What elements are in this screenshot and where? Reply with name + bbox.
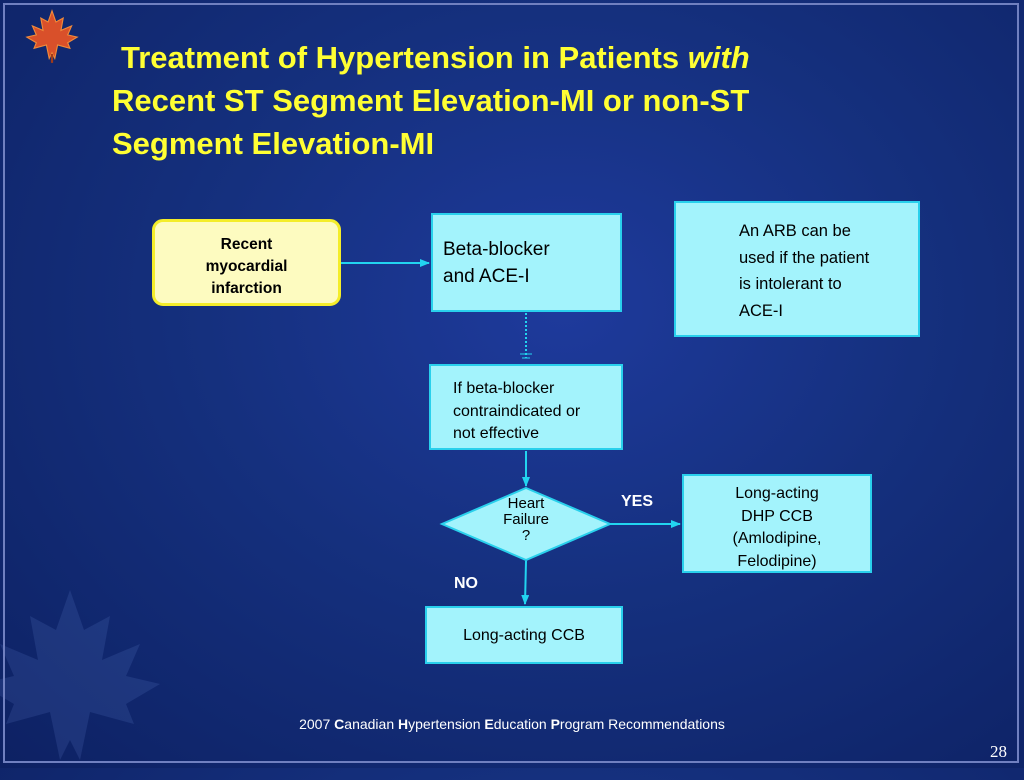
dhp-line1: Long-acting (735, 485, 819, 502)
beta-blocker-ace-box: Beta-blocker and ACE-I (431, 213, 622, 312)
hf-line2: Failure (503, 511, 549, 528)
footer-p-rest: rogram Recommendations (559, 716, 725, 732)
maple-leaf-logo-icon (25, 9, 79, 63)
dhp-line4: Felodipine) (737, 552, 817, 570)
dhp-ccb-box: Long-acting DHP CCB (Amlodipine, Felodip… (682, 474, 872, 573)
bb-ace-line1: Beta-blocker (443, 239, 550, 260)
recent-mi-line1: Recent (220, 236, 273, 253)
footer-p-initial: P (550, 716, 560, 732)
recent-mi-box: Recent myocardial infarction (152, 219, 341, 306)
footer-credit: 2007 Canadian Hypertension Education Pro… (0, 716, 1024, 732)
footer-e-initial: E (484, 716, 494, 732)
no-label: NO (454, 575, 478, 592)
heart-failure-label: Heart Failure ? (486, 496, 566, 544)
title-line1-prefix: Treatment of Hypertension in Patients (121, 40, 680, 75)
hf-line3: ? (521, 527, 531, 544)
page-number: 28 (990, 742, 1007, 761)
recent-mi-line2: myocardial (205, 258, 288, 275)
recent-mi-line3: infarction (211, 280, 282, 297)
title-line1-italic: with (687, 40, 750, 75)
bb-ace-line2: and ACE-I (443, 266, 530, 287)
arb-line1: An ARB can be (739, 222, 851, 240)
arrow-hf-no (521, 560, 530, 605)
contra-line1: If beta-blocker (453, 380, 555, 397)
arb-line4: ACE-I (739, 301, 784, 320)
long-acting-ccb-box: Long-acting CCB (425, 606, 623, 664)
footer-e-rest: ducation (493, 716, 547, 732)
yes-label: YES (621, 493, 654, 510)
arb-line2: used if the patient (739, 248, 870, 267)
dhp-line3: (Amlodipine, (732, 530, 822, 547)
footer-year: 2007 (299, 716, 331, 732)
maple-leaf-watermark-icon (0, 590, 160, 760)
title-line2: Recent ST Segment Elevation-MI or non-ST (112, 83, 750, 118)
title-line3: Segment Elevation-MI (112, 126, 435, 161)
slide-title: Treatment of Hypertension in Patients wi… (112, 36, 902, 165)
footer-h-initial: H (398, 716, 409, 732)
heart-failure-decision (439, 486, 613, 562)
footer-c-initial: C (334, 716, 345, 732)
hf-line1: Heart (507, 495, 545, 512)
long-ccb-label: Long-acting CCB (463, 627, 585, 644)
contra-line2: contraindicated or (453, 402, 581, 420)
bb-contraindicated-box: If beta-blocker contraindicated or not e… (429, 364, 623, 450)
footer-c-rest: anadian (344, 716, 395, 732)
arb-line3: is intolerant to (739, 275, 842, 293)
dhp-line2: DHP CCB (741, 507, 813, 525)
arb-note-box: An ARB can be used if the patient is int… (674, 201, 920, 337)
footer-h-rest: ypertension (408, 716, 481, 732)
contra-line3: not effective (453, 425, 539, 442)
